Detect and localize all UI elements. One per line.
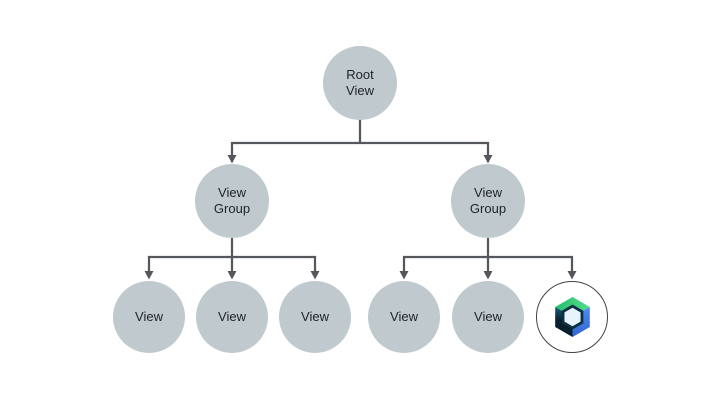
node-label: Root View <box>346 67 374 98</box>
node-view-2: View <box>196 281 268 353</box>
node-view-1: View <box>113 281 185 353</box>
node-view-5: View <box>452 281 524 353</box>
node-view-4: View <box>368 281 440 353</box>
node-view-group-left: View Group <box>195 164 269 238</box>
node-label: View <box>301 309 329 324</box>
node-label: View <box>218 309 246 324</box>
jetpack-compose-icon <box>554 297 590 337</box>
node-view-group-right: View Group <box>451 164 525 238</box>
node-compose <box>536 281 608 353</box>
node-root-view: Root View <box>323 46 397 120</box>
node-label: View Group <box>469 185 507 216</box>
node-label: View <box>390 309 418 324</box>
node-label: View <box>135 309 163 324</box>
node-label: View <box>474 309 502 324</box>
node-label: View Group <box>213 185 251 216</box>
node-view-3: View <box>279 281 351 353</box>
